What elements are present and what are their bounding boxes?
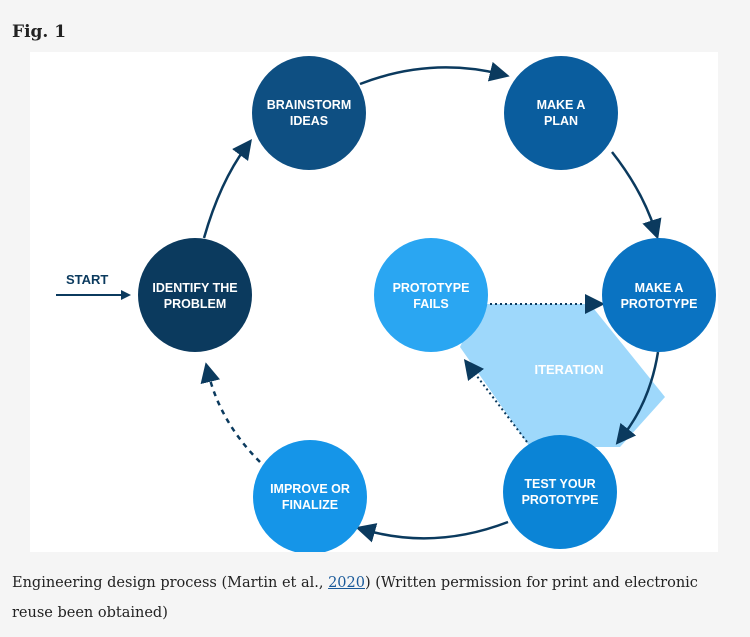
node-make-a-plan: MAKE A PLAN <box>504 56 618 170</box>
arrow-identify-to-brainstorm <box>202 138 252 239</box>
iteration-area <box>460 304 665 447</box>
node-label-line: IDEAS <box>290 114 328 128</box>
node-circle <box>503 435 617 549</box>
caption-text-after: ) (Written permission for print and elec… <box>12 575 698 621</box>
node-label-line: FINALIZE <box>282 498 338 512</box>
arrow-test-to-improve <box>355 520 509 543</box>
node-prototype-fails: PROTOTYPE FAILS <box>374 238 488 352</box>
iteration-label: ITERATION <box>534 362 603 377</box>
node-label-line: FAILS <box>413 297 448 311</box>
arrow-prototype-to-test <box>615 351 660 445</box>
node-label-line: PROBLEM <box>164 297 227 311</box>
arrow-plan-to-prototype <box>611 151 662 240</box>
engineering-design-process-diagram: START ITERATION IDENTIFY THE PROBLEM BRA… <box>30 52 718 554</box>
node-circle <box>252 56 366 170</box>
node-circle <box>253 440 367 554</box>
arrow-test-to-fails-dotted <box>463 359 528 443</box>
node-brainstorm-ideas: BRAINSTORM IDEAS <box>252 56 366 170</box>
node-label-line: TEST YOUR <box>524 477 595 491</box>
node-label-line: PROTOTYPE <box>621 297 698 311</box>
node-label-line: IMPROVE OR <box>270 482 350 496</box>
node-make-a-prototype: MAKE A PROTOTYPE <box>602 238 716 352</box>
node-label-line: BRAINSTORM <box>267 98 352 112</box>
node-circle <box>138 238 252 352</box>
node-test-your-prototype: TEST YOUR PROTOTYPE <box>503 435 617 549</box>
node-label-line: PROTOTYPE <box>393 281 470 295</box>
caption-text-before: Engineering design process (Martin et al… <box>12 575 329 591</box>
figure-label: Fig. 1 <box>12 22 67 42</box>
node-label-line: PROTOTYPE <box>522 493 599 507</box>
node-circle <box>374 238 488 352</box>
node-label-line: IDENTIFY THE <box>152 281 237 295</box>
figure-caption: Engineering design process (Martin et al… <box>12 568 742 628</box>
citation-link[interactable]: 2020 <box>328 575 365 591</box>
diagram-svg: START ITERATION IDENTIFY THE PROBLEM BRA… <box>56 56 716 554</box>
arrow-improve-to-identify-dashed <box>200 362 261 463</box>
node-identify-the-problem: IDENTIFY THE PROBLEM <box>138 238 252 352</box>
node-circle <box>504 56 618 170</box>
start-label: START <box>66 272 108 287</box>
node-label-line: MAKE A <box>635 281 684 295</box>
node-label-line: PLAN <box>544 114 578 128</box>
node-label-line: MAKE A <box>537 98 586 112</box>
node-improve-or-finalize: IMPROVE OR FINALIZE <box>253 440 367 554</box>
node-circle <box>602 238 716 352</box>
arrow-brainstorm-to-plan <box>359 61 510 86</box>
